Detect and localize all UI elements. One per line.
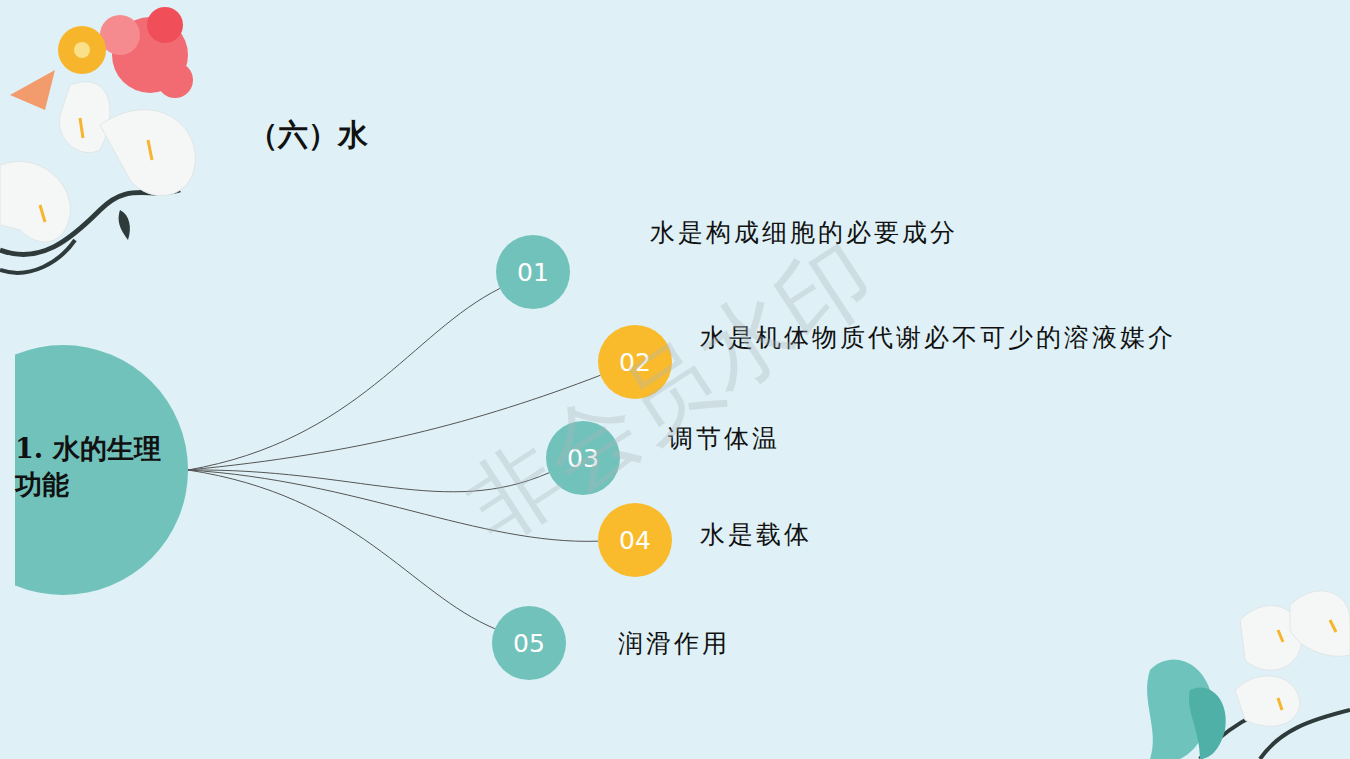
flower-decoration-top-left: [0, 0, 210, 290]
callout-number: 05: [513, 629, 545, 658]
function-text: 水是构成细胞的必要成分: [650, 216, 958, 249]
number-circle: 05润滑作用: [492, 606, 566, 680]
number-circle: 01水是构成细胞的必要成分: [496, 235, 570, 309]
flower-decoration-bottom-right: [1140, 580, 1350, 759]
connector-line: [188, 375, 600, 470]
callout-number: 03: [567, 444, 599, 473]
function-text: 润滑作用: [618, 627, 730, 660]
half-circle-topic: 1. 水的生理功能: [15, 345, 188, 595]
callout-number: 01: [517, 258, 549, 287]
number-circle: 04水是载体: [598, 503, 672, 577]
slide-title: （六）水: [248, 115, 368, 156]
topic-text: 1. 水的生理功能: [15, 431, 183, 504]
callout-number: 02: [619, 348, 651, 377]
connector-line: [188, 470, 549, 492]
number-circle: 03调节体温: [546, 421, 620, 495]
function-text: 水是载体: [700, 518, 812, 551]
connector-line: [188, 470, 598, 541]
function-text: 调节体温: [668, 422, 780, 455]
connector-line: [188, 470, 495, 629]
connector-line: [188, 288, 500, 470]
callout-number: 04: [619, 526, 651, 555]
function-text: 水是机体物质代谢必不可少的溶液媒介: [700, 321, 1176, 354]
number-circle: 02水是机体物质代谢必不可少的溶液媒介: [598, 325, 672, 399]
